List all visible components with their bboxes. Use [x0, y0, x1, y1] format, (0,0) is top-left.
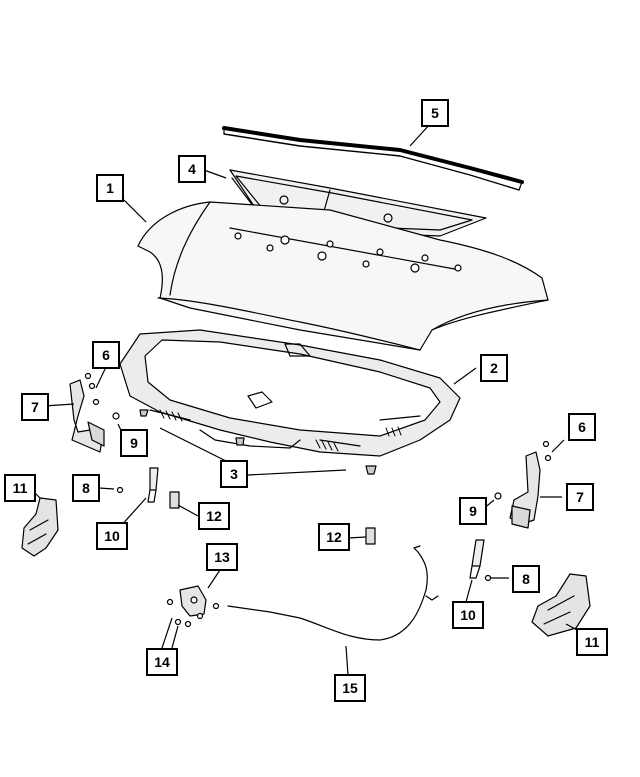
callout-1: 1	[96, 174, 124, 202]
callout-11-left: 11	[4, 474, 36, 502]
hinge-fasteners	[84, 372, 552, 582]
callout-10-left: 10	[96, 522, 128, 550]
callout-9-right: 9	[459, 497, 487, 525]
callout-4: 4	[178, 155, 206, 183]
latch-bolts	[166, 598, 220, 628]
callout-2: 2	[480, 354, 508, 382]
hood-gas-strut-right	[469, 539, 485, 579]
callout-6-left: 6	[92, 341, 120, 369]
hood-gas-strut-left	[147, 467, 159, 503]
callout-7-left: 7	[21, 393, 49, 421]
callout-5: 5	[421, 99, 449, 127]
callout-7-right: 7	[566, 483, 594, 511]
hood-release-cable	[227, 545, 439, 641]
callout-3: 3	[220, 460, 248, 488]
hood-panel	[137, 201, 549, 351]
callout-12-right: 12	[318, 523, 350, 551]
hinge-bracket-right	[531, 573, 591, 637]
callout-15: 15	[334, 674, 366, 702]
callout-8-left: 8	[72, 474, 100, 502]
callout-14: 14	[146, 648, 178, 676]
prop-clip-right	[365, 527, 376, 545]
callout-9-left: 9	[120, 429, 148, 457]
hood-inner-panel	[119, 329, 461, 457]
bumper-stops	[139, 409, 377, 475]
hood-weatherstrip-seal	[222, 126, 524, 191]
hood-latch	[179, 585, 207, 617]
callout-8-right: 8	[512, 565, 540, 593]
hood-hinge-left	[69, 379, 105, 453]
callout-11-right: 11	[576, 628, 608, 656]
callout-12-left: 12	[198, 502, 230, 530]
prop-clip-left	[169, 491, 180, 509]
callout-6-right: 6	[568, 413, 596, 441]
callout-13: 13	[206, 543, 238, 571]
callout-10-right: 10	[452, 601, 484, 629]
hinge-bracket-left	[21, 497, 59, 557]
hood-hinge-right	[509, 451, 541, 529]
